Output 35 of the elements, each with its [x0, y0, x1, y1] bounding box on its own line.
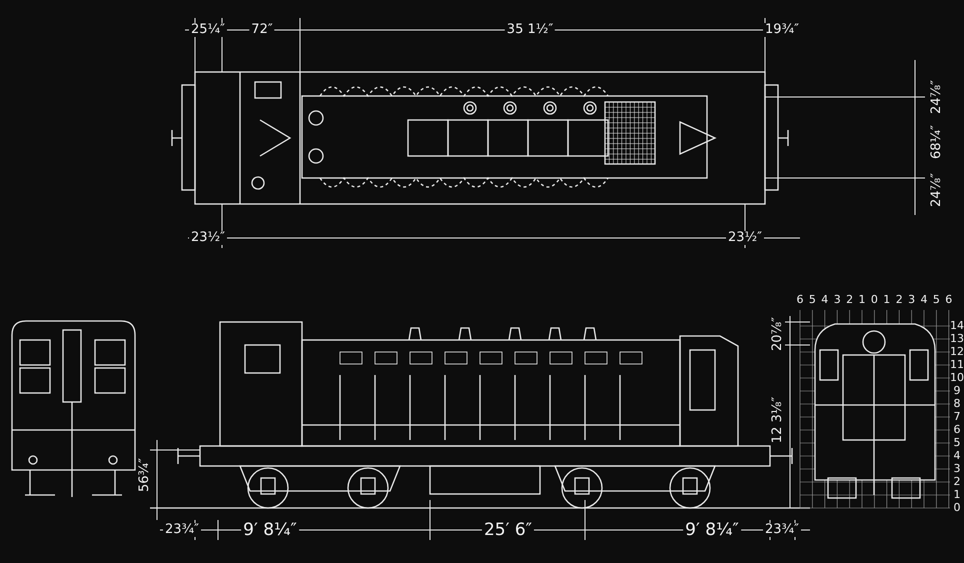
- scale-number: 6: [954, 424, 960, 436]
- scale-number: 5: [808, 294, 816, 306]
- scale-number: 1: [883, 294, 890, 306]
- scale-number: 12: [950, 346, 964, 358]
- scale-number: 2: [846, 294, 854, 306]
- scale-number: 2: [954, 476, 960, 488]
- scale-number: 9: [954, 385, 960, 397]
- scale-number: 10: [950, 372, 964, 384]
- dimension-label: 23¾″: [763, 523, 801, 537]
- scale-number: 4: [920, 294, 928, 306]
- scale-number: 14: [950, 320, 964, 332]
- scale-number: 8: [954, 398, 960, 410]
- scale-number: 1: [858, 294, 866, 306]
- dimension-label: 19¾″: [763, 23, 801, 37]
- scale-number: 3: [908, 294, 916, 306]
- scale-number: 3: [834, 294, 841, 306]
- dimension-label: 23½″: [189, 231, 227, 245]
- scale-number: 4: [821, 294, 828, 306]
- scale-number: 6: [796, 294, 804, 306]
- scale-number: 7: [954, 411, 960, 423]
- scale-number: 5: [954, 437, 960, 449]
- scale-number: 1: [954, 489, 960, 501]
- scale-number: 13: [950, 333, 964, 345]
- dimension-label: 20⅞″: [771, 315, 785, 353]
- scale-number: 3: [954, 463, 960, 475]
- scale-number: 0: [870, 294, 878, 306]
- dimension-label: 23¾″: [163, 523, 201, 537]
- scale-number: 0: [954, 502, 960, 514]
- dimension-label: 23½″: [726, 231, 764, 245]
- scale-number: 5: [932, 294, 940, 306]
- scale-number: 4: [954, 450, 960, 462]
- dimension-label: 25¼″: [189, 23, 227, 37]
- scale-number: 2: [896, 294, 903, 306]
- scale-number: 11: [950, 359, 964, 371]
- scale-number: 6: [945, 294, 952, 306]
